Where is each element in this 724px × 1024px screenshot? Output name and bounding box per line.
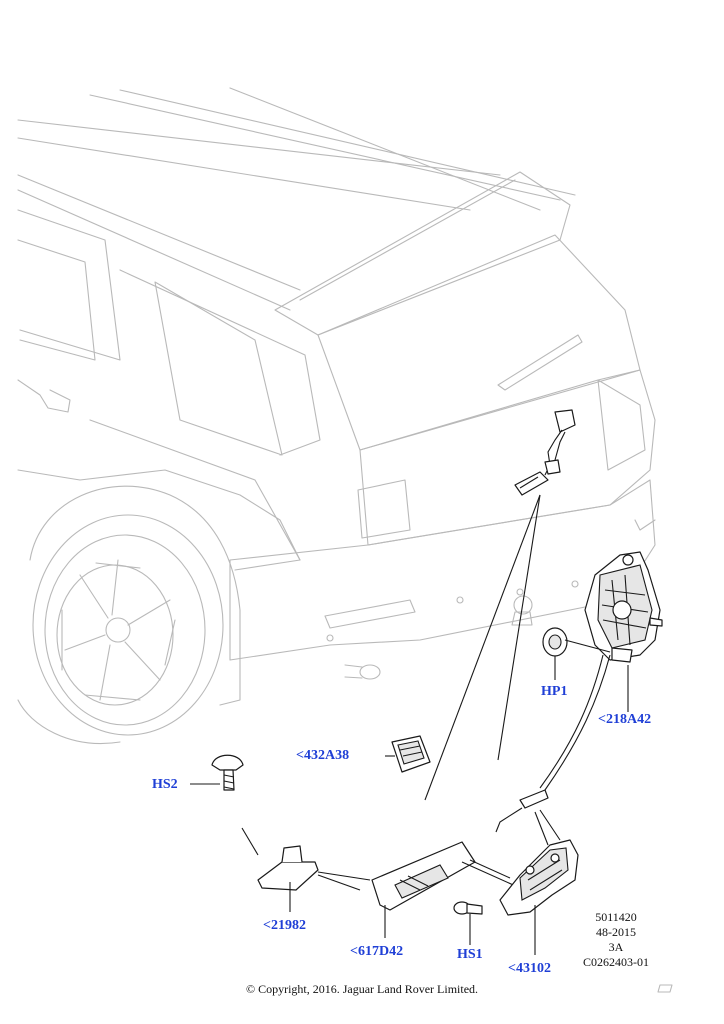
leader-line: [497, 494, 541, 761]
reference-block: 5011420 48-2015 3A C0262403-01: [576, 910, 656, 970]
callout-432a38[interactable]: <432A38: [296, 748, 350, 763]
latch-actuator-218a42: [584, 551, 663, 663]
tailgate-switch-assembly: [514, 409, 576, 496]
callout-hs1[interactable]: HS1: [457, 947, 483, 962]
reference-line: 5011420: [595, 910, 637, 924]
callout-hs2[interactable]: HS2: [152, 777, 178, 792]
callout-21982[interactable]: <21982: [263, 918, 306, 933]
reference-line: C0262403-01: [583, 955, 649, 969]
switch-block-432a38: [385, 735, 431, 773]
reference-line: 48-2015: [596, 925, 636, 939]
callout-617d42[interactable]: <617D42: [350, 944, 404, 959]
trim-panel-617d42: [371, 841, 521, 938]
copyright-notice: © Copyright, 2016. Jaguar Land Rover Lim…: [245, 982, 479, 996]
vehicle-outline: [17, 87, 673, 993]
callout-43102[interactable]: <43102: [508, 961, 551, 976]
leader-line: [424, 494, 541, 801]
screw-hs2: [190, 754, 259, 856]
latch-43102: [499, 839, 579, 955]
callout-hp1[interactable]: HP1: [541, 684, 568, 699]
grommet-hp1: [542, 627, 611, 680]
bracket-21982: [257, 845, 371, 912]
release-cable: [495, 654, 611, 846]
screw-hs1: [453, 901, 483, 945]
reference-line: 3A: [608, 940, 624, 954]
callout-218a42[interactable]: <218A42: [598, 712, 652, 727]
